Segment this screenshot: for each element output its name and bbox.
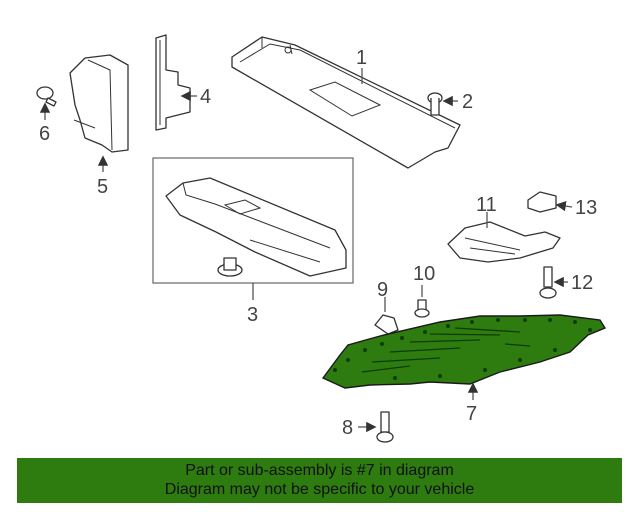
- part-11-small-shield: [447, 221, 561, 263]
- info-banner: Part or sub-assembly is #7 in diagram Di…: [17, 458, 622, 503]
- part-6-push-pin: [36, 86, 57, 107]
- banner-line-2: Diagram may not be specific to your vehi…: [164, 481, 475, 498]
- part-8-bolt: [376, 411, 394, 443]
- callout-13: 13: [575, 197, 597, 219]
- part-5-deflector: [69, 54, 129, 153]
- part-10-pin: [414, 299, 430, 318]
- callout-12: 12: [571, 272, 593, 294]
- part-9-clip: [374, 314, 399, 335]
- callout-4: 4: [200, 86, 211, 108]
- callout-9: 9: [377, 279, 388, 301]
- part-3-shield: [165, 177, 347, 277]
- callout-6: 6: [39, 123, 50, 145]
- callout-7: 7: [466, 403, 477, 425]
- part-4-side-seal: [155, 34, 191, 131]
- part-12-bolt: [539, 266, 557, 299]
- part-7-underbody-shield: [321, 314, 607, 389]
- parts-diagram: 1 2 4 5 6 3 11: [36, 34, 607, 443]
- callout-3: 3: [247, 304, 258, 326]
- callout-5: 5: [97, 176, 108, 198]
- callout-2: 2: [462, 91, 473, 113]
- leader-13: [555, 200, 573, 212]
- callout-1: 1: [356, 47, 367, 69]
- part-2-clip: [427, 92, 443, 116]
- callout-11: 11: [476, 194, 497, 216]
- part-1-radiator-cover: [231, 36, 461, 169]
- banner-line-1: Part or sub-assembly is #7 in diagram: [185, 462, 454, 479]
- part-13-bracket: [527, 191, 557, 213]
- callout-8: 8: [342, 417, 353, 439]
- callout-10: 10: [413, 263, 435, 285]
